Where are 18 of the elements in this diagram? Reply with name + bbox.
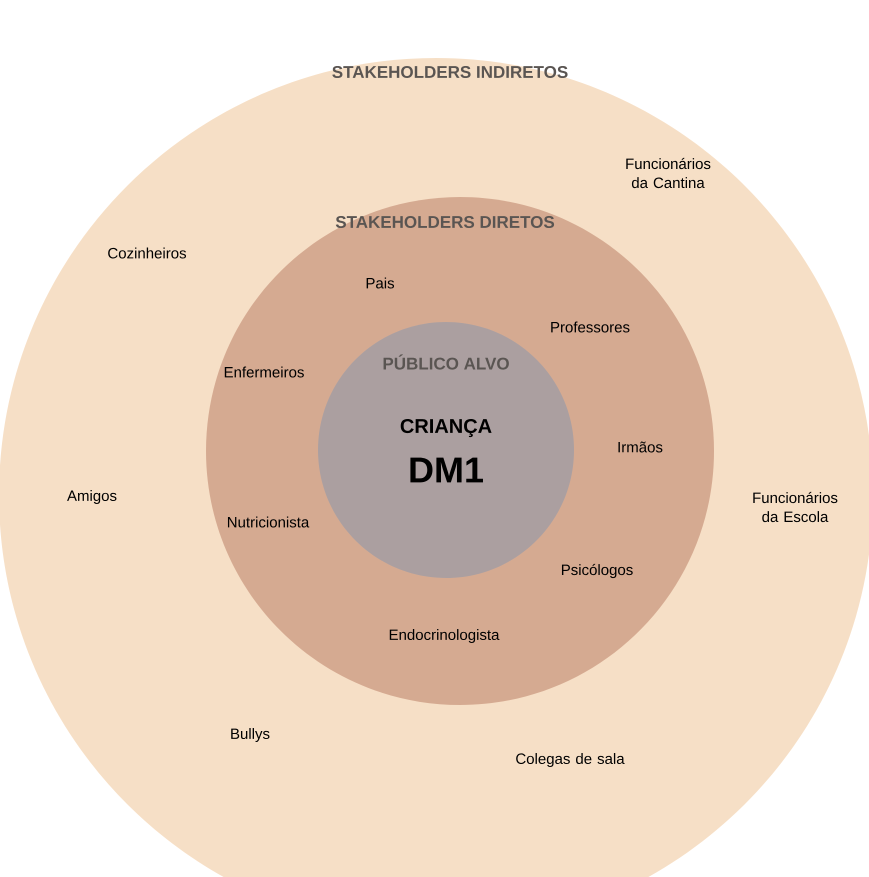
stakeholder-label: Bullys bbox=[231, 728, 270, 742]
stakeholder-label: Cozinheiros bbox=[108, 248, 186, 258]
stakeholder-label: Colegas de sala bbox=[516, 753, 625, 767]
ring-heading: PÚBLICO ALVO bbox=[384, 354, 509, 370]
stakeholder-label: Amigos bbox=[67, 490, 116, 504]
ring-heading: STAKEHOLDERS DIRETOS bbox=[336, 216, 554, 228]
stakeholder-label: Nutricionista bbox=[228, 516, 310, 528]
stakeholder-label: Psicólogos bbox=[562, 564, 633, 578]
stakeholder-label: Pais bbox=[366, 278, 394, 288]
stakeholder-label: Professores bbox=[551, 322, 630, 332]
stakeholder-label: Irmãos bbox=[618, 442, 662, 452]
stakeholder-label: Funcionários da Cantina bbox=[626, 158, 710, 188]
stakeholder-label: Enfermeiros bbox=[224, 366, 304, 378]
center-label: DM1 bbox=[410, 458, 483, 482]
center-label: CRIANÇA bbox=[400, 418, 492, 438]
stakeholder-label: Endocrinologista bbox=[390, 629, 500, 643]
stakeholder-label: Funcionários da Escola bbox=[753, 492, 838, 522]
ring-heading: STAKEHOLDERS INDIRETOS bbox=[332, 66, 568, 78]
